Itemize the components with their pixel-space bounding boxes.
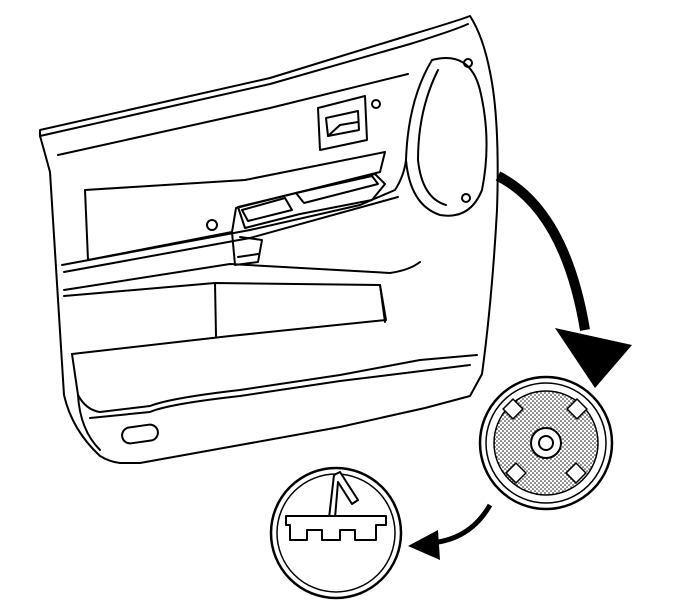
map-pocket	[63, 261, 421, 291]
grille-clip-br	[565, 462, 587, 484]
retainer-clip-detail-icon	[269, 466, 403, 600]
top-rail-lower-edge	[57, 73, 409, 156]
courtesy-reflector	[121, 423, 159, 445]
grille-clip-tr	[566, 398, 588, 420]
speaker-screw-bottom	[461, 193, 471, 203]
window-ledge	[61, 159, 407, 266]
retainer-clip-base	[285, 515, 387, 541]
grille-center-inner	[538, 435, 554, 451]
lower-trim-edge-2	[89, 364, 471, 419]
door-panel-icon	[39, 15, 499, 464]
door-panel-outline	[39, 15, 499, 464]
grille-clip-tl	[502, 398, 524, 420]
switch-screw	[371, 99, 381, 109]
pull-cup	[231, 231, 263, 266]
door-handle-bezel	[237, 173, 386, 229]
window-switch-plate	[317, 95, 368, 151]
grille-clip-bl	[505, 462, 527, 484]
top-rail-edge	[39, 23, 469, 137]
lower-trim-edge	[71, 353, 478, 413]
speaker-grille-icon	[478, 375, 614, 511]
trim-tool-detail-icon	[328, 471, 359, 519]
lock-knob	[206, 219, 218, 231]
curved-arrow-small-icon	[408, 503, 493, 560]
speaker-recess	[405, 57, 488, 217]
speaker-screw-top	[463, 58, 473, 68]
curved-arrow-large-icon	[495, 171, 632, 388]
